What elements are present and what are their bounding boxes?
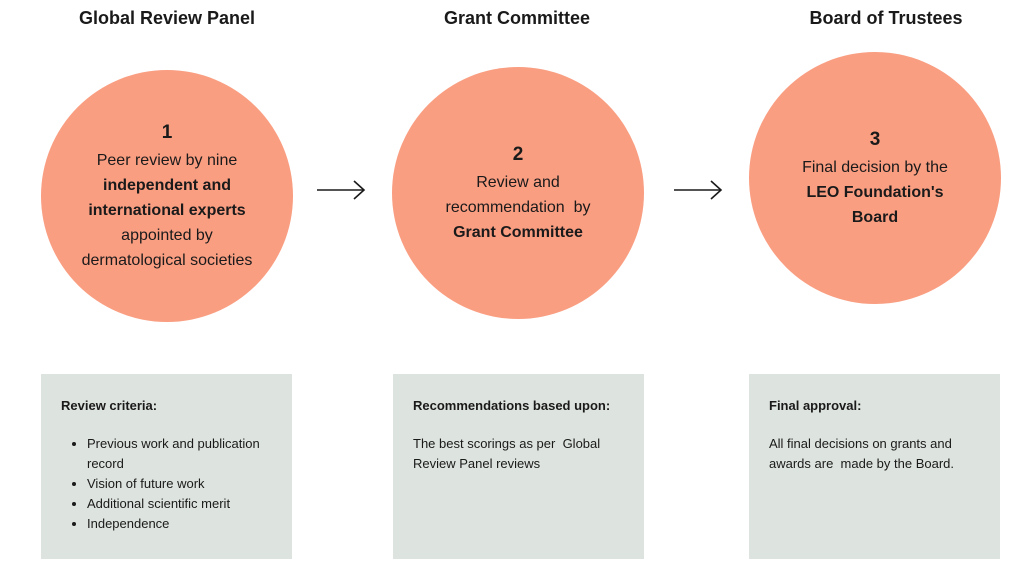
step-number: 2 — [512, 143, 524, 165]
box-heading: Review criteria: — [61, 398, 158, 413]
step-text-line: independent and — [103, 176, 231, 194]
step-number: 3 — [869, 128, 881, 150]
list-item: Additional scientific merit — [87, 494, 272, 514]
arrow-right-icon — [317, 180, 366, 200]
step-circle-2: 2 Review and recommendation by Grant Com… — [392, 67, 644, 319]
column-title-global-review-panel: Global Review Panel — [78, 8, 256, 28]
list-item: Independence — [87, 514, 272, 534]
step-circle-3: 3 Final decision by the LEO Foundation's… — [749, 52, 1001, 304]
column-title-board-of-trustees: Board of Trustees — [809, 8, 963, 28]
criteria-list: Previous work and publication record Vis… — [61, 434, 272, 534]
step-text-line: Grant Committee — [453, 223, 583, 241]
box-text: The best scorings as per Global Review P… — [413, 436, 604, 471]
step-text-line: Board — [851, 208, 899, 226]
step-text-line: LEO Foundation's — [806, 183, 944, 201]
list-item: Vision of future work — [87, 474, 272, 494]
step-number: 1 — [161, 121, 173, 143]
final-approval-box: Final approval: All final decisions on g… — [749, 374, 1000, 559]
step-text-line: Final decision by the — [802, 158, 948, 176]
arrow-right-icon — [674, 180, 723, 200]
step-text-line: international experts — [88, 201, 246, 219]
recommendations-box: Recommendations based upon: The best sco… — [393, 374, 644, 559]
step-text-line: Peer review by nine — [96, 151, 238, 169]
review-criteria-box: Review criteria: Previous work and publi… — [41, 374, 292, 559]
step-text-line: appointed by — [121, 226, 213, 244]
box-text: All final decisions on grants and awards… — [769, 436, 956, 471]
step-text-line: recommendation by — [445, 198, 591, 216]
box-heading: Recommendations based upon: — [413, 398, 611, 413]
list-item: Previous work and publication record — [87, 434, 272, 474]
step-text-line: dermatological societies — [81, 251, 253, 269]
step-circle-1: 1 Peer review by nine independent and in… — [41, 70, 293, 322]
step-text-line: Review and — [476, 173, 560, 191]
box-heading: Final approval: — [769, 398, 862, 413]
column-title-grant-committee: Grant Committee — [443, 8, 591, 28]
